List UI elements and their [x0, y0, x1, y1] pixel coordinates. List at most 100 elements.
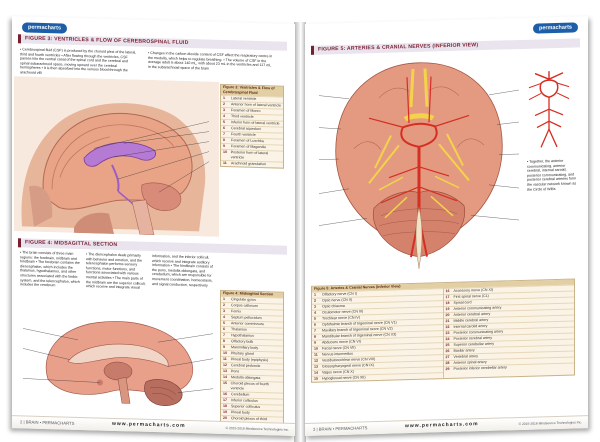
legend-number: 10: [223, 350, 227, 356]
legend-label: Cerebral peduncle: [231, 363, 261, 369]
legend-number: 4: [314, 310, 316, 315]
legend-number: 1: [223, 296, 225, 302]
legend-label: Arachnoid granulation: [231, 161, 266, 167]
legend-label: Olfactory nerve (CN I): [322, 291, 357, 297]
legend-number: 29: [445, 366, 450, 372]
ventricles-illustration: [14, 76, 219, 237]
legend-label: Thalamus: [231, 327, 247, 332]
legend-label: Lateral ventricle: [231, 96, 257, 101]
legend-label: Pineal body: [231, 410, 250, 415]
legend-number: 1: [223, 95, 225, 101]
legend-number: 16: [445, 288, 450, 294]
legend-label: Medulla oblongata: [231, 375, 261, 381]
legend-number: 14: [223, 374, 227, 380]
legend-number: 8: [223, 338, 225, 344]
figure4-text-col1: • The brain consists of three main regio…: [20, 250, 80, 288]
legend-label: Pituitary gland: [231, 351, 254, 356]
legend-number: 18: [445, 300, 450, 306]
legend-label: Vagus nerve (CN X): [322, 369, 354, 375]
legend-label: Spinal cord: [453, 300, 472, 305]
legend-number: 3: [223, 107, 225, 113]
legend-label: Fornix: [231, 309, 241, 314]
legend-number: 12: [223, 362, 227, 368]
legend-label: Cerebral aqueduct: [231, 126, 261, 132]
legend-number: 5: [223, 119, 225, 125]
legend-label: Optic nerve (CN II): [322, 297, 352, 303]
legend-number: 19: [445, 306, 450, 312]
legend-label: Hypoglossal nerve (CN XII): [322, 375, 366, 381]
legend-number: 21: [445, 318, 450, 324]
legend-number: 8: [223, 137, 225, 143]
legend-number: 26: [445, 348, 450, 354]
legend-number: 6: [223, 125, 225, 131]
legend-number: 11: [223, 356, 227, 362]
legend-label: Corpus callosum: [231, 303, 258, 308]
legend-label: Internal carotid artery: [453, 323, 488, 329]
legend-label: Mammillary body: [231, 345, 259, 350]
legend-label: Middle cerebral artery: [453, 317, 489, 323]
legend-number: 16: [223, 391, 227, 397]
circle-of-willis-icon: [528, 71, 570, 148]
legend-number: 5: [223, 320, 225, 326]
legend-number: 3: [223, 308, 225, 314]
legend-label: Septum pellucidum: [231, 315, 262, 321]
legend-number: 10: [223, 149, 227, 155]
legend-label: Pons: [231, 369, 240, 374]
legend-number: 18: [223, 403, 227, 409]
legend-number: 17: [223, 397, 227, 403]
legend-number: 9: [314, 340, 316, 345]
legend-label: Fourth ventricle: [231, 132, 256, 137]
figure5-title: FIGURE 5: ARTERIES & CRANIAL NERVES (INF…: [311, 38, 580, 55]
legend-number: 2: [223, 302, 225, 308]
legend-number: 7: [223, 131, 225, 137]
legend-label: Cingulate gyrus: [231, 297, 256, 302]
circle-of-willis-note: • Together, the anterior communicating, …: [527, 158, 577, 192]
brand-logo: permacharts: [532, 22, 578, 34]
figure3-legend: Figure 3: Ventricles & Flow of Cerebrosp…: [220, 83, 284, 169]
legend-number: 28: [445, 360, 450, 366]
figure3-text-col1: • Cerebrospinal fluid (CSF) is produced …: [20, 47, 137, 75]
legend-label: First spinal nerve (C1): [453, 293, 489, 299]
legend-label: Olfactory bulb: [231, 339, 254, 344]
legend-number: 3: [314, 304, 316, 309]
legend-label: Foramen of Magendie: [231, 144, 267, 150]
legend-number: 9: [223, 143, 225, 149]
legend-number: 6: [223, 326, 225, 332]
legend-label: Optic chiasma: [322, 303, 345, 309]
legend-number: 15: [314, 376, 318, 381]
legend-label: Basilar artery: [453, 348, 475, 353]
right-page: permacharts FIGURE 5: ARTERIES & CRANIAL…: [305, 16, 588, 437]
midsagittal-illustration: [22, 321, 214, 406]
legend-number: 15: [223, 380, 227, 386]
figure4-text-col2: • The diencephalon deals primarily with …: [86, 252, 146, 290]
legend-number: 9: [223, 344, 225, 350]
legend-number: 10: [314, 346, 318, 351]
spine: [294, 22, 306, 442]
legend-number: 2: [314, 298, 316, 303]
legend-label: Facial nerve (CN VII): [322, 345, 356, 351]
legend-label: Superior colliculus: [231, 404, 261, 410]
legend-label: Nervus intermedius: [322, 351, 353, 357]
legend-label: Anterior commissure: [231, 321, 264, 327]
figure4-text-col3: information, and the inferior colliculi,…: [152, 254, 213, 288]
brand-logo: permacharts: [22, 22, 68, 34]
left-page: permacharts FIGURE 3: VENTRICLES & FLOW …: [12, 16, 295, 437]
legend-number: 25: [445, 342, 450, 348]
figure3-text-col2: • Changes in the carbon dioxide content …: [148, 50, 273, 71]
legend-number: 24: [445, 336, 450, 342]
legend-number: 14: [314, 370, 318, 375]
legend-number: 17: [445, 294, 450, 300]
legend-number: 7: [314, 328, 316, 333]
legend-label: Choroid plexus of fourth ventricle: [230, 381, 269, 391]
legend-number: 2: [223, 101, 225, 107]
figure3-legend-title: Figure 3: Ventricles & Flow of Cerebrosp…: [221, 84, 283, 97]
legend-label: Cerebellum: [231, 392, 250, 397]
legend-label: Posterior horn of lateral ventricle: [230, 150, 269, 160]
legend-label: Pineal body (epiphysis): [231, 357, 269, 363]
legend-label: Vertebral artery: [453, 354, 479, 359]
legend-number: 13: [314, 364, 318, 369]
